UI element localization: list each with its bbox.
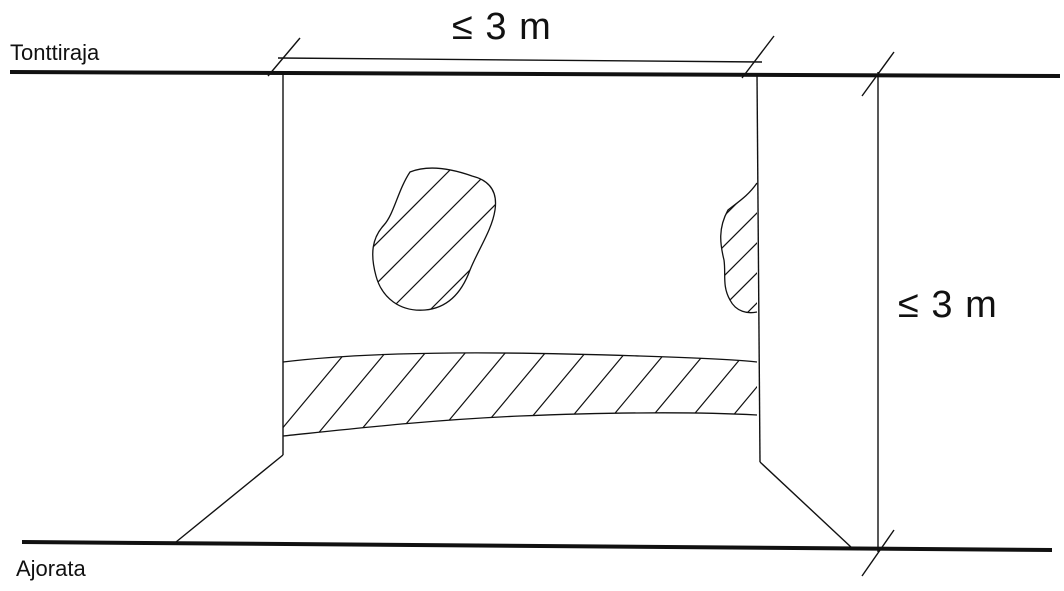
depth-dimension-tick-bottom — [861, 529, 895, 577]
width-dimension-label: ≤ 3 m — [452, 6, 552, 48]
depth-dimension-label: ≤ 3 m — [898, 284, 998, 326]
hatched-obstacle-blob — [372, 167, 497, 311]
roadway-line — [21, 540, 1053, 552]
depth-dimension-tick-top — [861, 51, 895, 97]
gate-right-wall — [756, 73, 761, 463]
width-dimension-tick-left — [267, 37, 301, 77]
driveway-left-flare — [175, 454, 284, 543]
hatched-band — [282, 352, 758, 437]
width-dimension-line — [277, 57, 763, 63]
driveway-right-flare — [759, 461, 853, 549]
property-line — [9, 70, 1061, 78]
roadway-label: Ajorata — [16, 556, 86, 581]
property-line-label: Tonttiraja — [10, 40, 100, 65]
hatched-obstacle-edge — [720, 182, 758, 314]
width-dimension-tick-right — [741, 35, 775, 79]
